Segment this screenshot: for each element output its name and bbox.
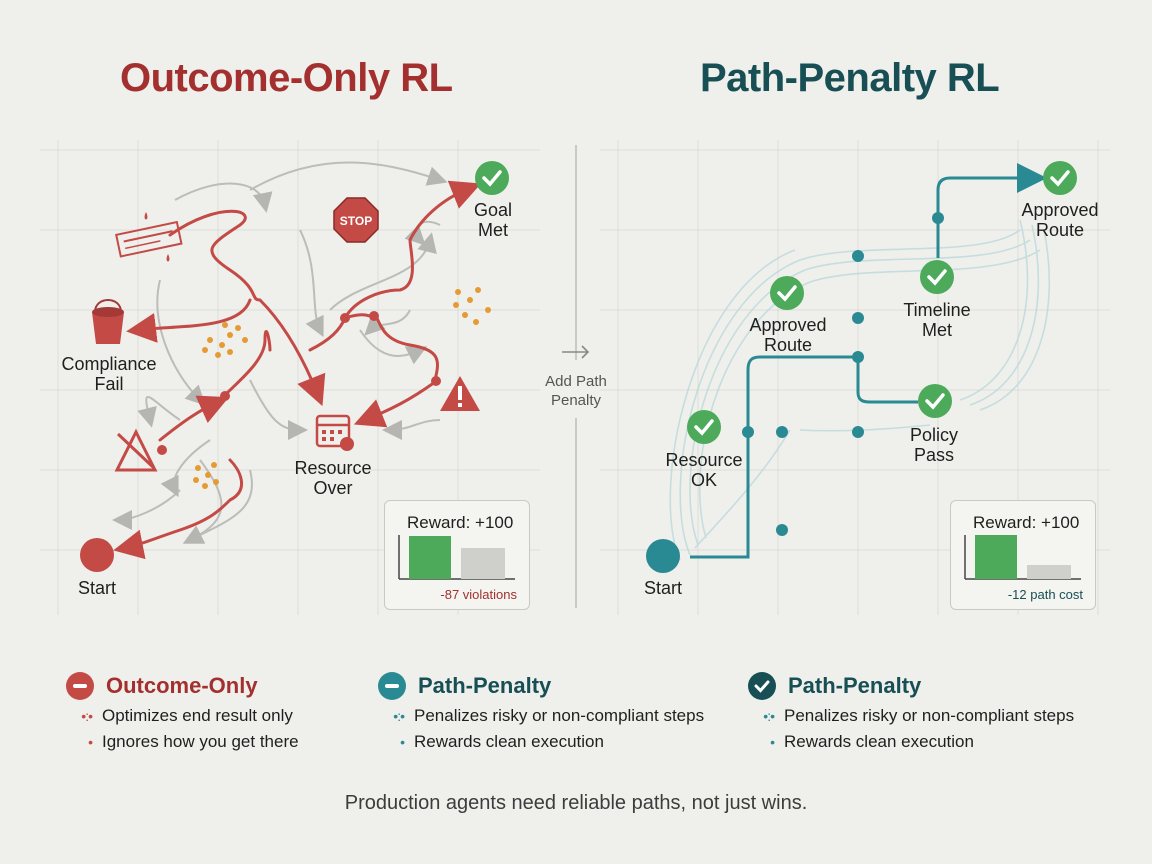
resource-over-label: Resource Over	[294, 458, 372, 498]
footer-tagline: Production agents need reliable paths, n…	[344, 792, 808, 814]
goal-check-icon	[475, 161, 509, 195]
right-teal-nodes	[742, 212, 944, 536]
check-icon	[918, 384, 952, 418]
legend-item: •Ignores how you get there	[66, 732, 298, 752]
add-path-penalty-label: Add Path Penalty	[545, 373, 607, 409]
reward-bar	[975, 535, 1017, 579]
left-orange-clusters	[193, 287, 491, 489]
right-reward-title: Reward: +100	[973, 513, 1080, 532]
reward-bar	[409, 536, 451, 579]
right-check-icons	[687, 161, 1077, 444]
left-reward-note: -87 violations	[440, 587, 517, 602]
dots-icon: •:•	[393, 708, 405, 724]
right-reward-note: -12 path cost	[1007, 587, 1083, 602]
timeline-met-label: Timeline Met	[903, 300, 971, 340]
svg-text:STOP: STOP	[340, 214, 372, 228]
penalty-bar	[1027, 565, 1071, 579]
check-icon	[770, 276, 804, 310]
warning-triangle-icon	[440, 376, 480, 411]
stamp-icon	[115, 220, 183, 258]
right-main-path	[690, 163, 1047, 559]
right-reward-box: Reward: +100 -12 path cost	[950, 500, 1096, 610]
check-icon	[920, 260, 954, 294]
legend-head: Path-Penalty	[378, 672, 704, 700]
legend-outcome-only: Outcome-Only •:•Optimizes end result onl…	[66, 672, 299, 752]
left-grey-paths	[112, 161, 448, 544]
legend-item: •Rewards clean execution	[748, 732, 1074, 752]
check-icon	[748, 672, 776, 700]
left-reward-bars	[398, 535, 515, 580]
divider-arrow-icon	[562, 345, 590, 359]
left-title: Outcome-Only RL	[120, 56, 453, 100]
legend-head: Outcome-Only	[66, 672, 299, 700]
dot-icon: •	[88, 734, 93, 750]
legend-item: •:•Penalizes risky or non-compliant step…	[748, 706, 1074, 726]
compliance-fail-label: Compliance Fail	[61, 354, 157, 394]
calendar-icon	[315, 414, 354, 451]
minus-icon	[378, 672, 406, 700]
left-start-label: Start	[77, 578, 116, 598]
legend-item: •:•Optimizes end result only	[66, 706, 299, 726]
right-title: Path-Penalty RL	[700, 56, 1000, 100]
check-icon	[687, 410, 721, 444]
left-red-nodes	[157, 311, 441, 455]
legend-item: •Rewards clean execution	[378, 732, 704, 752]
legend-title: Path-Penalty	[418, 673, 552, 698]
left-red-paths	[113, 180, 482, 560]
penalty-bar	[461, 548, 505, 579]
legend-item: •:•Penalizes risky or non-compliant step…	[378, 706, 704, 726]
right-flow-lines	[669, 219, 1050, 561]
approved-route-top-label: Approved Route	[1021, 200, 1099, 240]
minus-icon	[66, 672, 94, 700]
approved-route-mid-label: Approved Route	[749, 315, 827, 355]
no-entry-triangle-icon	[114, 428, 158, 472]
left-start-node	[80, 538, 114, 572]
goal-met-label: Goal Met	[473, 200, 513, 240]
right-reward-bars	[964, 535, 1081, 580]
resource-ok-label: Resource OK	[665, 450, 743, 490]
right-start-node	[646, 539, 680, 573]
left-reward-title: Reward: +100	[407, 513, 514, 532]
left-reward-box: Reward: +100 -87 violations	[384, 500, 530, 610]
dot-icon: •	[400, 734, 405, 750]
stop-sign-icon: STOP	[333, 197, 379, 243]
legend-title: Outcome-Only	[106, 673, 258, 698]
check-icon	[1043, 161, 1077, 195]
legend-head: Path-Penalty	[748, 672, 1074, 700]
right-grid	[600, 140, 1110, 615]
dots-icon: •:•	[81, 708, 93, 724]
drop-icon	[144, 212, 170, 262]
policy-pass-label: Policy Pass	[909, 425, 958, 465]
bucket-icon	[92, 299, 124, 344]
legend-path-penalty-2: Path-Penalty •:•Penalizes risky or non-c…	[748, 672, 1074, 752]
dots-icon: •:•	[763, 708, 775, 724]
dot-icon: •	[770, 734, 775, 750]
legend-title: Path-Penalty	[788, 673, 922, 698]
right-start-label: Start	[643, 578, 682, 598]
legend-path-penalty-1: Path-Penalty •:•Penalizes risky or non-c…	[378, 672, 704, 752]
